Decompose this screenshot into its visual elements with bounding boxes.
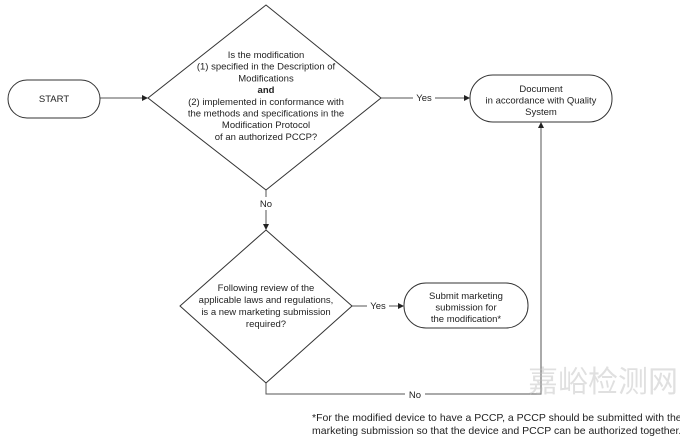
decision1-line: Modification Protocol <box>222 120 310 131</box>
decision1-line: and <box>258 85 275 96</box>
footnote-line: marketing submission so that the device … <box>312 425 680 437</box>
yes-label-2: Yes <box>370 301 386 312</box>
submit-line: the modification* <box>431 314 502 325</box>
submit-terminal <box>403 282 529 329</box>
document-line: in accordance with Quality <box>486 96 597 107</box>
decision2-line: applicable laws and regulations, <box>199 295 334 306</box>
submit-line: Submit marketing <box>429 291 503 302</box>
decision1-line: of an authorized PCCP? <box>215 132 317 143</box>
decision2-line: required? <box>246 319 286 330</box>
no-label-2: No <box>409 390 421 401</box>
decision1-text: Is the modification(1) specified in the … <box>188 50 344 143</box>
footnote-line: *For the modified device to have a PCCP,… <box>312 412 680 424</box>
decision2-line: is a new marketing submission <box>201 307 330 318</box>
document-terminal <box>469 74 613 123</box>
decision1-line: Is the modification <box>228 50 305 61</box>
yes-label-1: Yes <box>416 93 432 104</box>
decision1-diamond <box>147 4 382 191</box>
decision1-line: (1) specified in the Description of <box>197 62 336 73</box>
start-terminal <box>7 79 101 119</box>
submit-line: submission for <box>435 303 496 314</box>
decision1-line: Modifications <box>238 73 294 84</box>
watermark: 嘉峪检测网 <box>528 366 678 399</box>
decision1-line: the methods and specifications in the <box>188 109 344 120</box>
connector-decision2-document <box>265 122 544 395</box>
decision2-diamond <box>179 229 353 384</box>
footnote: *For the modified device to have a PCCP,… <box>312 412 680 437</box>
no-label-1: No <box>260 199 272 210</box>
decision1-line: (2) implemented in conformance with <box>188 97 344 108</box>
decision2-line: Following review of the <box>218 283 315 294</box>
document-line: Document <box>519 84 563 95</box>
document-line: System <box>525 107 557 118</box>
start-label: START <box>39 94 69 105</box>
